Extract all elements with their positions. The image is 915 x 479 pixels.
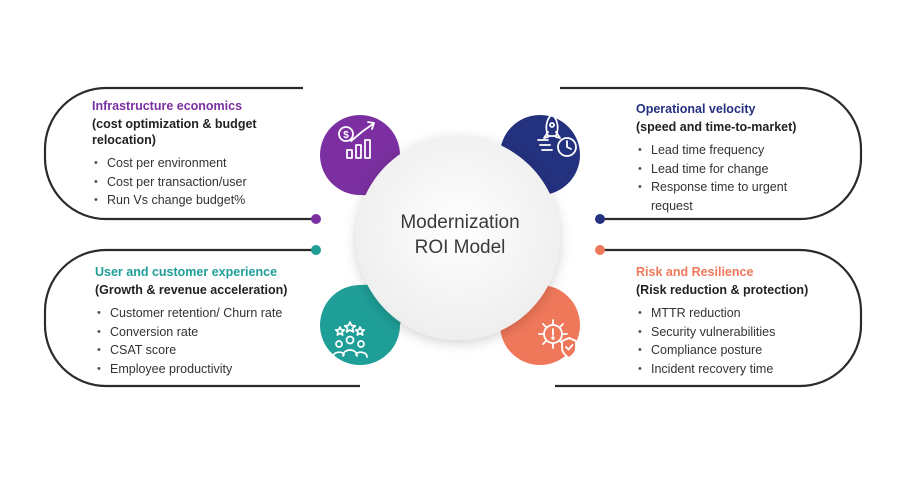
quadrant-title: Risk and Resilience: [636, 265, 754, 279]
list-item: Customer retention/ Churn rate: [95, 304, 325, 323]
card-outline-user: [43, 248, 360, 388]
center-title-line1: Modernization: [400, 212, 520, 233]
quadrant-title: Operational velocity: [636, 102, 756, 116]
growth-chart-dollar-icon: $: [338, 121, 375, 159]
card-outline-risk: [555, 248, 863, 388]
quadrant-user: User and customer experience (Growth & r…: [95, 265, 325, 378]
connector-dot-user: [311, 245, 321, 255]
center-title-line2: ROI Model: [414, 237, 506, 258]
svg-text:$: $: [343, 130, 349, 141]
quadrant-subtitle: (cost optimization & budget relocation): [92, 117, 257, 147]
list-item: Cost per environment: [92, 154, 304, 173]
list-item: Compliance posture: [636, 341, 846, 360]
quadrant-items: Customer retention/ Churn rate Conversio…: [95, 304, 325, 378]
quadrant-infrastructure: Infrastructure economics (cost optimizat…: [92, 99, 304, 210]
list-item: Lead time frequency: [636, 141, 846, 160]
list-item: CSAT score: [95, 341, 325, 360]
list-item: Security vulnerabilities: [636, 323, 846, 342]
quadrant-subtitle: (Growth & revenue acceleration): [95, 283, 288, 297]
connector-dot-operational: [595, 214, 605, 224]
list-item: Employee productivity: [95, 360, 325, 379]
gear-shield-icon: [538, 319, 577, 359]
list-item: MTTR reduction: [636, 304, 846, 323]
list-item: Response time to urgent request: [636, 178, 801, 215]
rocket-clock-icon: [537, 113, 577, 157]
list-item: Run Vs change budget%: [92, 191, 304, 210]
center-title: Modernization ROI Model: [355, 210, 565, 260]
quadrant-title: User and customer experience: [95, 265, 278, 279]
list-item: Lead time for change: [636, 160, 846, 179]
quadrant-items: Lead time frequency Lead time for change…: [636, 141, 846, 215]
quadrant-items: MTTR reduction Security vulnerabilities …: [636, 304, 846, 378]
quadrant-subtitle: (speed and time-to-market): [636, 120, 797, 134]
list-item: Conversion rate: [95, 323, 325, 342]
quadrant-subtitle: (Risk reduction & protection): [636, 283, 809, 297]
center-circle: [356, 136, 560, 340]
quadrant-risk: Risk and Resilience (Risk reduction & pr…: [636, 265, 846, 378]
quadrant-items: Cost per environment Cost per transactio…: [92, 154, 304, 210]
connector-dot-infrastructure: [311, 214, 321, 224]
quadrant-title: Infrastructure economics: [92, 99, 243, 113]
quadrant-operational: Operational velocity (speed and time-to-…: [636, 102, 846, 215]
connector-dot-risk: [595, 245, 605, 255]
people-stars-icon: [332, 321, 368, 358]
list-item: Cost per transaction/user: [92, 173, 304, 192]
card-outline-operational: [560, 86, 863, 221]
card-outline-infrastructure: [43, 86, 316, 221]
list-item: Incident recovery time: [636, 360, 846, 379]
